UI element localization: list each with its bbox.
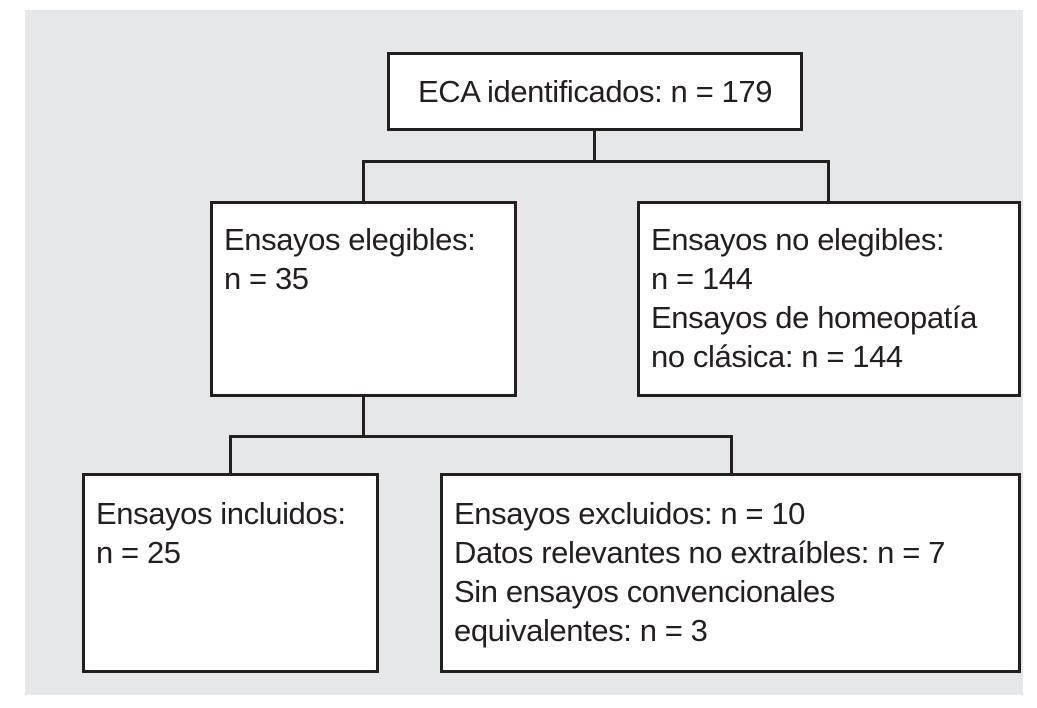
node-included-line: Ensayos incluidos: [96,496,346,531]
node-not-eligible-line: Ensayos no elegibles: [651,222,945,257]
node-included: Ensayos incluidos: n = 25 [82,473,379,673]
node-excluded-line: Sin ensayos convencionales [454,574,835,609]
node-not-eligible-line: n = 144 [651,261,753,296]
connector-drop-not-eligible [827,160,830,203]
connector-level3-crossbar [229,435,733,438]
flowchart-panel: ECA identificados: n = 179 Ensayos elegi… [25,10,1023,695]
connector-drop-included [229,435,232,475]
node-eligible-line: n = 35 [224,261,309,296]
node-eligible: Ensayos elegibles: n = 35 [210,201,517,397]
connector-drop-excluded [730,435,733,475]
node-included-line: n = 25 [96,535,181,570]
node-excluded-line: equivalentes: n = 3 [454,613,708,648]
node-excluded-line: Ensayos excluidos: n = 10 [454,496,806,531]
node-not-eligible-line: no clásica: n = 144 [651,339,903,374]
connector-level2-crossbar [362,160,830,163]
connector-identified-stem [593,129,596,163]
connector-drop-eligible [362,160,365,203]
node-identified: ECA identificados: n = 179 [387,52,803,131]
node-not-eligible: Ensayos no elegibles: n = 144 Ensayos de… [637,201,1021,397]
node-eligible-line: Ensayos elegibles: [224,222,476,257]
connector-eligible-stem [362,395,365,438]
node-excluded: Ensayos excluidos: n = 10 Datos relevant… [440,473,1021,673]
node-excluded-line: Datos relevantes no extraíbles: n = 7 [454,535,945,570]
node-identified-text: ECA identificados: n = 179 [417,74,773,109]
node-not-eligible-line: Ensayos de homeopatía [651,300,977,335]
